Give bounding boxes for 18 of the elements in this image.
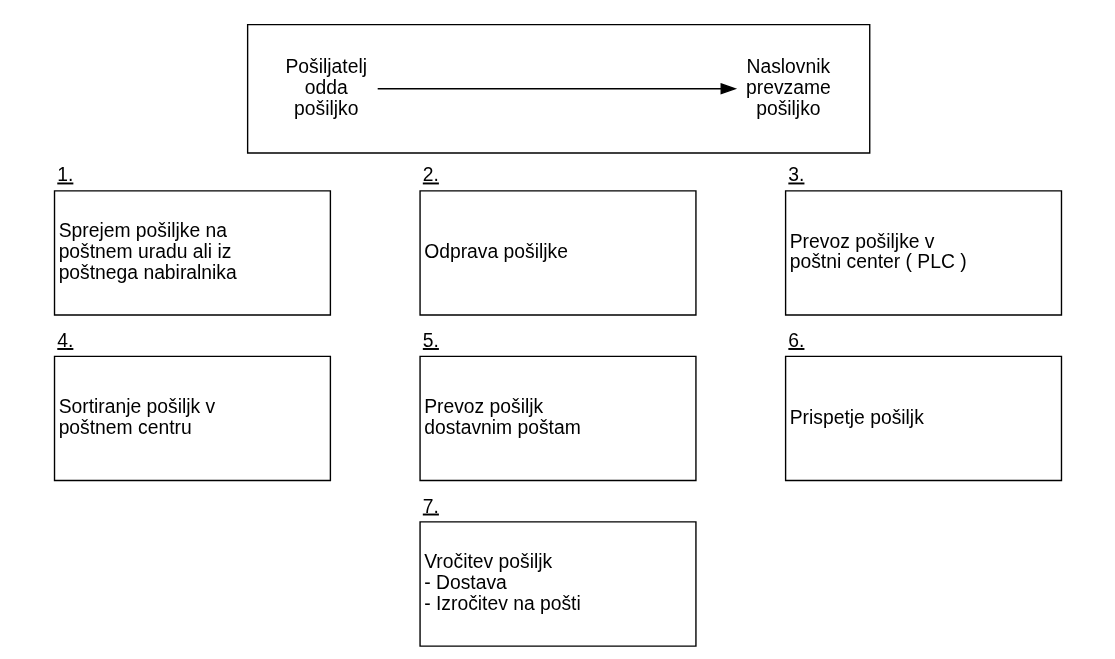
arrow [376,83,737,95]
node-box: Prevoz pošiljk dostavnim poštam [418,355,697,482]
node-label: 6. [787,330,804,352]
node-label: 7. [422,495,439,517]
node-box: Odprava pošiljke [418,190,697,316]
node-label: 3. [787,164,804,186]
node-label: 2. [422,164,439,186]
node-text: Pošiljatelj odda pošiljko [285,56,367,119]
node-box: Sprejem pošiljke na poštnem uradu ali iz poštnega nabiralnika [53,190,331,316]
node-box: Vročitev pošiljk - Dostava - Izročitev na pošti [418,521,697,647]
node-text: Naslovnik prevzame pošiljko [745,56,831,119]
node-label: 5. [422,330,439,352]
node-label: 1. [56,164,73,186]
node-box: Sortiranje pošiljk v poštnem centru [53,355,331,482]
cluster [246,23,870,154]
node-label: 4. [56,330,73,352]
node-box: Prevoz pošiljke v poštni center ( PLC ) [784,190,1062,316]
node-box: Prispetje pošiljk [784,355,1062,482]
